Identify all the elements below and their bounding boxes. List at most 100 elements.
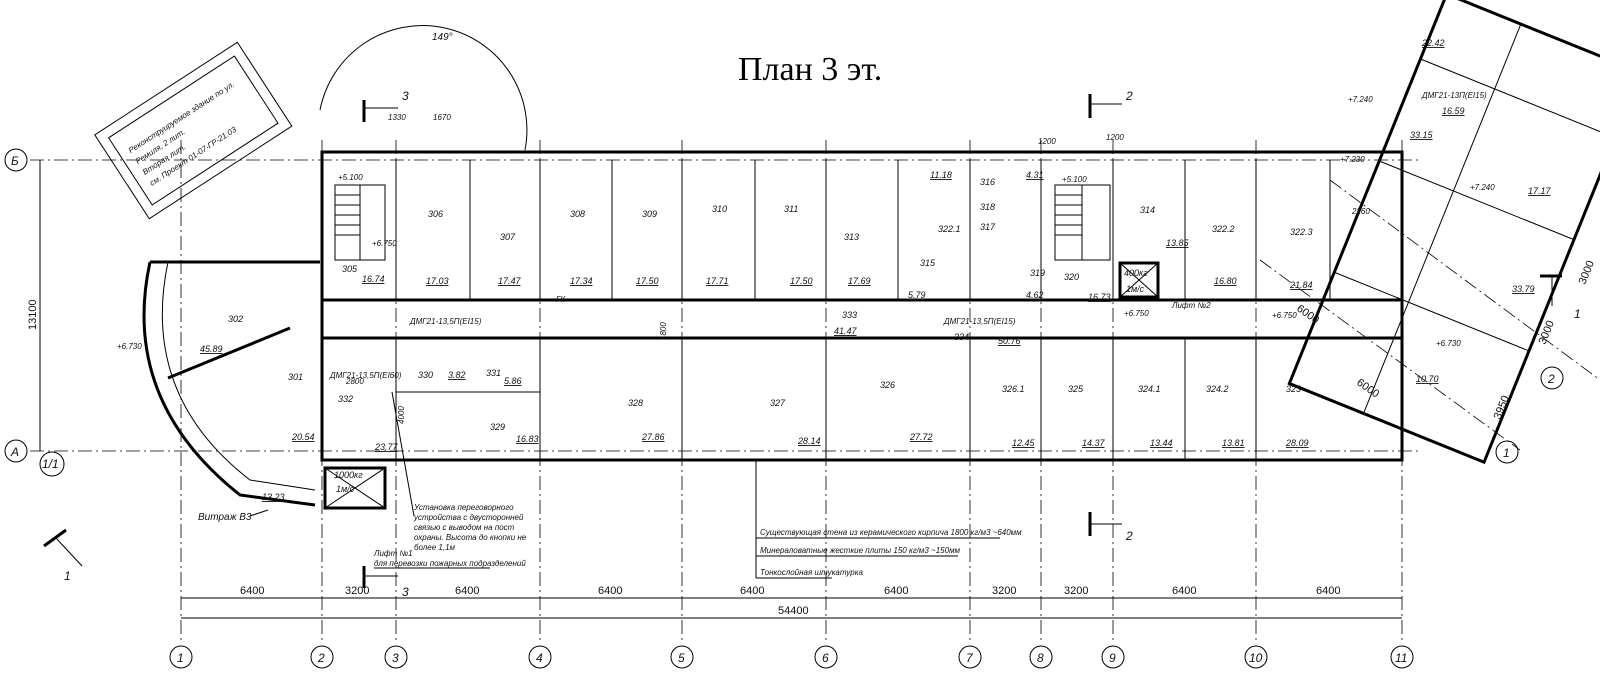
room-number: 316 bbox=[980, 177, 995, 187]
gk-label: ГК bbox=[556, 295, 566, 304]
dim-top-1670: 1670 bbox=[433, 113, 451, 122]
axis-markers-left: Б А 1/1 13100 bbox=[4, 148, 65, 477]
dim-8-9: 3200 bbox=[1064, 585, 1088, 597]
axis-9: 9 bbox=[1109, 651, 1116, 665]
room-area: 17.69 bbox=[848, 276, 871, 286]
axis-10: 10 bbox=[1249, 651, 1263, 665]
dim-6-7: 6400 bbox=[884, 585, 908, 597]
staircase-left bbox=[334, 184, 386, 261]
room-area: 5.79 bbox=[908, 290, 926, 300]
axis-a: А bbox=[10, 445, 19, 459]
axis-1: 1 bbox=[177, 651, 184, 665]
room-number: 330 bbox=[418, 370, 433, 380]
room-number: 322.3 bbox=[1290, 227, 1313, 237]
room-area: 27.72 bbox=[909, 432, 933, 442]
wall-legend: Существующая стена из керамического кирп… bbox=[755, 460, 1022, 579]
dim-10-11: 6400 bbox=[1316, 585, 1340, 597]
rotunda-curve bbox=[142, 260, 320, 507]
level-mark: +7.240 bbox=[1470, 183, 1495, 192]
room-number: 315 bbox=[920, 258, 936, 268]
arc-angle-label: 149° bbox=[432, 32, 453, 43]
level-mark: +5.100 bbox=[1062, 175, 1087, 184]
axis-11: 11 bbox=[1395, 651, 1407, 665]
adjacent-building-left: Реконструируемое здание по ул. Ремиля, 2… bbox=[94, 41, 293, 220]
dimension-chain-bottom: 6400 3200 6400 6400 6400 6400 3200 3200 … bbox=[181, 585, 1402, 619]
room-number: 306 bbox=[428, 209, 443, 219]
room-area: 13.44 bbox=[1150, 438, 1173, 448]
room-number: 317 bbox=[980, 222, 996, 232]
room-area: 20.54 bbox=[291, 432, 315, 442]
lift-2: 400кг 1м/с bbox=[1118, 261, 1160, 299]
adjacent-building-right bbox=[1287, 0, 1600, 465]
room-number: 323 bbox=[1286, 384, 1301, 394]
lift2-label: Лифт №2 bbox=[1171, 301, 1211, 310]
axis-markers-bottom: 1 2 3 4 5 6 7 8 9 10 11 bbox=[169, 645, 1414, 669]
axis-7: 7 bbox=[966, 651, 974, 665]
dim-3-4: 6400 bbox=[455, 585, 479, 597]
room-area: 16.73 bbox=[1088, 292, 1111, 302]
dim-top-1330: 1330 bbox=[388, 113, 406, 122]
room-area: 4.62 bbox=[1026, 290, 1044, 300]
room-area: 17.34 bbox=[570, 276, 593, 286]
axis-3: 3 bbox=[392, 651, 399, 665]
lift2-capacity: 400кг bbox=[1124, 268, 1148, 278]
axis-right-2: 2 bbox=[1547, 372, 1555, 386]
area-33-15: 33.15 bbox=[1410, 130, 1434, 140]
section-3-bottom: 3 bbox=[402, 585, 409, 599]
dim-13100: 13100 bbox=[27, 299, 39, 330]
lintel-label-1: ДМГ21-13,5П(ЕI15) bbox=[409, 317, 482, 326]
room-number: 320 bbox=[1064, 272, 1079, 282]
dim-1800: 1800 bbox=[659, 322, 668, 340]
area-17-17: 17.17 bbox=[1528, 186, 1552, 196]
room-area: 17.71 bbox=[706, 276, 729, 286]
room-number: 302 bbox=[228, 314, 243, 324]
axis-right-1: 1 bbox=[1503, 446, 1510, 460]
axis-6: 6 bbox=[822, 651, 829, 665]
room-number: 324.2 bbox=[1206, 384, 1229, 394]
callout-line-2: устройства с двусторонней bbox=[413, 513, 524, 522]
room-number: 322.2 bbox=[1212, 224, 1235, 234]
dim-4000: 4000 bbox=[397, 406, 406, 424]
room-area: 13.81 bbox=[1222, 438, 1245, 448]
room-area: 14.37 bbox=[1082, 438, 1106, 448]
room-number: 310 bbox=[712, 204, 727, 214]
axis-5: 5 bbox=[678, 651, 685, 665]
dim-right-3000a: 3000 bbox=[1577, 259, 1597, 286]
lift-1: 1000кг 1м/с bbox=[323, 466, 387, 510]
dim-right-6000a: 6000 bbox=[1294, 303, 1321, 327]
building-walls bbox=[320, 150, 1404, 462]
lintel-label-3: ДМГ21-13,5П(ЕI60) bbox=[329, 371, 402, 380]
level-mark: +6.730 bbox=[117, 342, 142, 351]
staircase-right bbox=[1054, 184, 1111, 261]
callout-line-4: охраны. Высота до кнопки не bbox=[414, 533, 527, 542]
room-area: 45.89 bbox=[200, 344, 223, 354]
plan-title: План 3 эт. bbox=[738, 51, 882, 88]
room-number: 331 bbox=[486, 368, 501, 378]
axis-2: 2 bbox=[317, 651, 325, 665]
dim-7-8: 3200 bbox=[992, 585, 1016, 597]
section-1-left: 1 bbox=[64, 569, 71, 583]
callout-line-3: связью с выводом на пост bbox=[414, 523, 515, 532]
level-mark: +6.750 bbox=[1124, 309, 1149, 318]
dim-right-3950: 3950 bbox=[1492, 394, 1512, 421]
room-number: 334 bbox=[954, 332, 969, 342]
room-area: 17.03 bbox=[426, 276, 449, 286]
callout-line-1: Установка переговорного bbox=[413, 503, 514, 512]
room-area: 28.14 bbox=[797, 436, 821, 446]
area-22-42: 22.42 bbox=[1421, 38, 1445, 48]
axis-1-1: 1/1 bbox=[42, 457, 59, 471]
dim-1-2: 6400 bbox=[240, 585, 264, 597]
room-number: 328 bbox=[628, 398, 643, 408]
legend-line-1: Существующая стена из керамического кирп… bbox=[760, 528, 1022, 537]
room-area: 16.83 bbox=[516, 434, 539, 444]
room-area: 12.45 bbox=[1012, 438, 1036, 448]
door-swing-arc bbox=[319, 25, 528, 151]
room-area: 5.86 bbox=[504, 376, 522, 386]
room-number: 301 bbox=[288, 372, 303, 382]
callout-line-5: более 1,1м bbox=[414, 543, 456, 552]
level-mark: +6.750 bbox=[372, 239, 397, 248]
dim-9-10: 6400 bbox=[1172, 585, 1196, 597]
level-mark: +6.750 bbox=[1272, 311, 1297, 320]
room-area: 13.85 bbox=[1166, 238, 1190, 248]
